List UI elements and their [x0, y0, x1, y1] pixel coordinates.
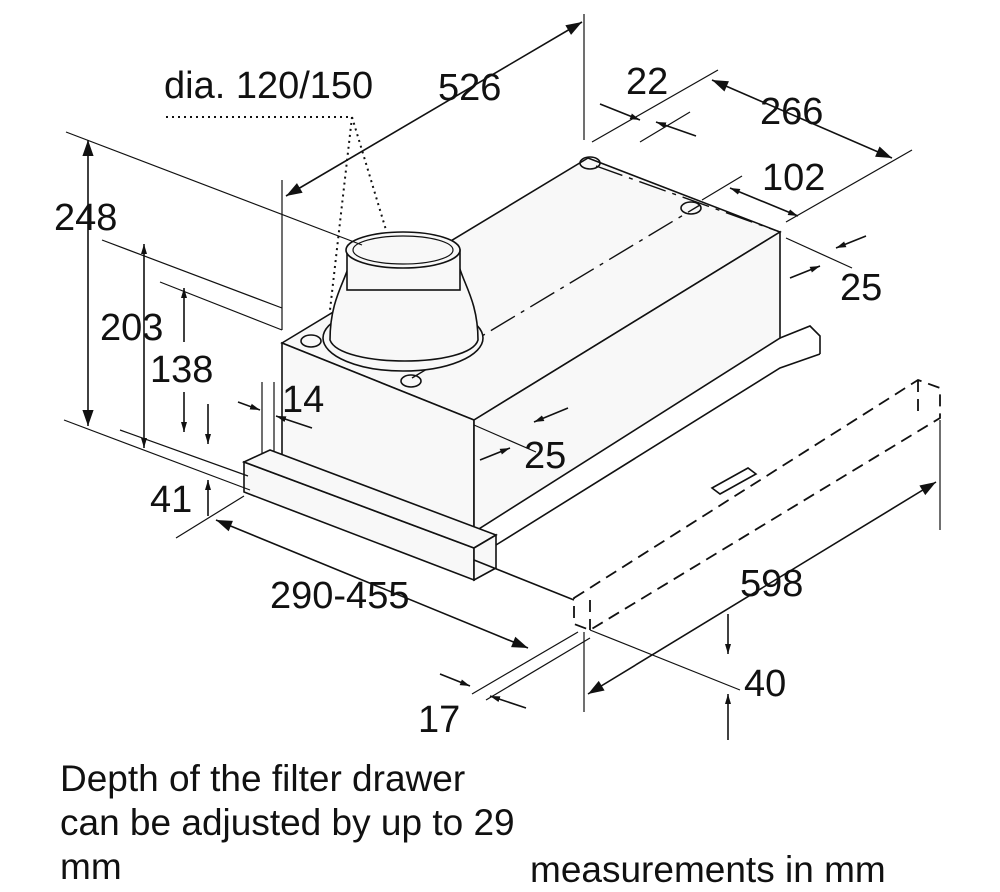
mounting-hole	[680, 201, 702, 215]
dim-line-25-front	[533, 407, 569, 423]
dim-line-598	[587, 481, 937, 695]
dim-266: 266	[760, 91, 823, 133]
dim-line-14	[237, 401, 261, 411]
dim-40: 40	[744, 663, 786, 705]
dim-line-526	[285, 21, 583, 197]
duct-diameter-label: dia. 120/150	[164, 65, 373, 107]
dim-line-102	[729, 187, 799, 217]
dim-line-266	[711, 79, 893, 159]
drawer-handle	[710, 467, 758, 495]
filter-drawer-note: Depth of the filter drawer can be adjust…	[60, 758, 515, 887]
mounting-hole	[400, 374, 422, 388]
dim-41: 41	[150, 479, 192, 521]
duct-outlet-inner	[352, 235, 454, 265]
dim-102: 102	[762, 157, 825, 199]
dim-line-25-right	[835, 235, 867, 249]
dim-line-290-455	[215, 519, 529, 649]
dim-203: 203	[100, 307, 163, 349]
dim-22: 22	[626, 61, 668, 103]
drawer-rail	[779, 325, 821, 354]
dim-290-455: 290-455	[270, 575, 409, 617]
units-note: measurements in mm	[530, 849, 886, 890]
duct-connector	[322, 231, 484, 372]
center-line	[595, 165, 781, 233]
dim-25-right: 25	[840, 267, 882, 309]
dim-138: 138	[150, 349, 213, 391]
dim-17: 17	[418, 699, 460, 741]
dim-526: 526	[438, 67, 501, 109]
duct-outlet	[345, 231, 461, 269]
dim-line-17	[439, 673, 471, 687]
dim-25-front: 25	[524, 435, 566, 477]
dim-598: 598	[740, 563, 803, 605]
dim-248: 248	[54, 197, 117, 239]
mounting-hole	[300, 334, 322, 348]
dimension-labels: dia. 120/150 526 22 266 102 25 248 203 1…	[54, 61, 882, 741]
drawer-rail	[473, 559, 575, 601]
dimension-lines	[63, 14, 941, 740]
dim-line-22	[599, 103, 641, 121]
dim-14: 14	[282, 379, 324, 421]
